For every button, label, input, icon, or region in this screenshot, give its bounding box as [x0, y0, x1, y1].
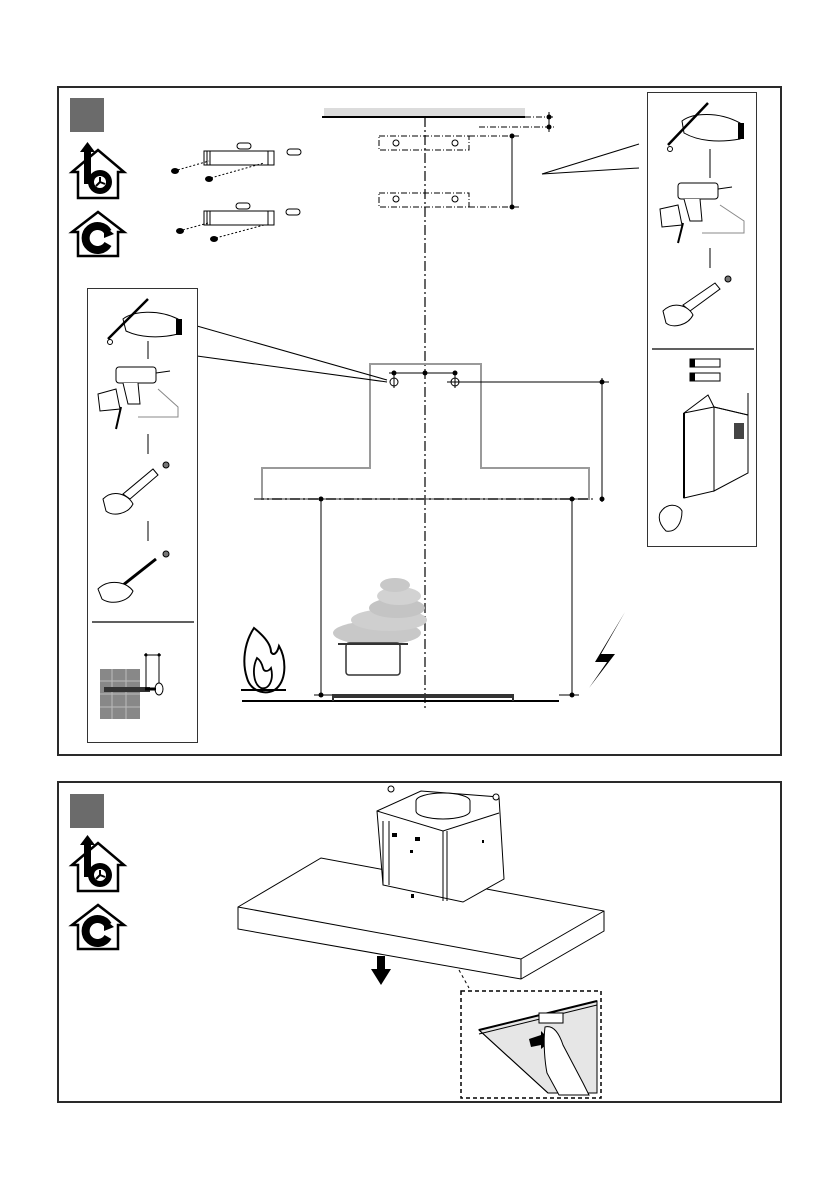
drill-icon [660, 183, 744, 243]
mark-position-icon [668, 103, 745, 152]
chimney-cover-brackets [690, 359, 720, 381]
ceiling [324, 108, 525, 116]
step-2-panel [57, 781, 782, 1103]
down-arrow-icon [371, 956, 391, 985]
ceiling-mount-steps-box [647, 92, 757, 547]
wall-mount-steps-box [87, 288, 198, 743]
chimney-cover-assembly [659, 393, 748, 531]
wall-plug-screw-detail [100, 653, 163, 719]
steam-icon [333, 578, 427, 645]
drill-icon [98, 367, 178, 429]
electrical-hazard-icon [589, 612, 625, 688]
hob [332, 694, 514, 698]
insert-wall-plug-icon [103, 462, 169, 514]
grease-filter-release-detail [461, 991, 601, 1098]
screw-in-icon [98, 551, 169, 602]
step-1-panel [57, 86, 782, 756]
flame-warning-icon [241, 628, 286, 692]
mark-position-icon [108, 299, 183, 345]
insert-wall-plug-icon [663, 276, 731, 326]
hood-canopy-with-motor-housing [59, 783, 784, 1105]
pot-icon [338, 643, 408, 675]
